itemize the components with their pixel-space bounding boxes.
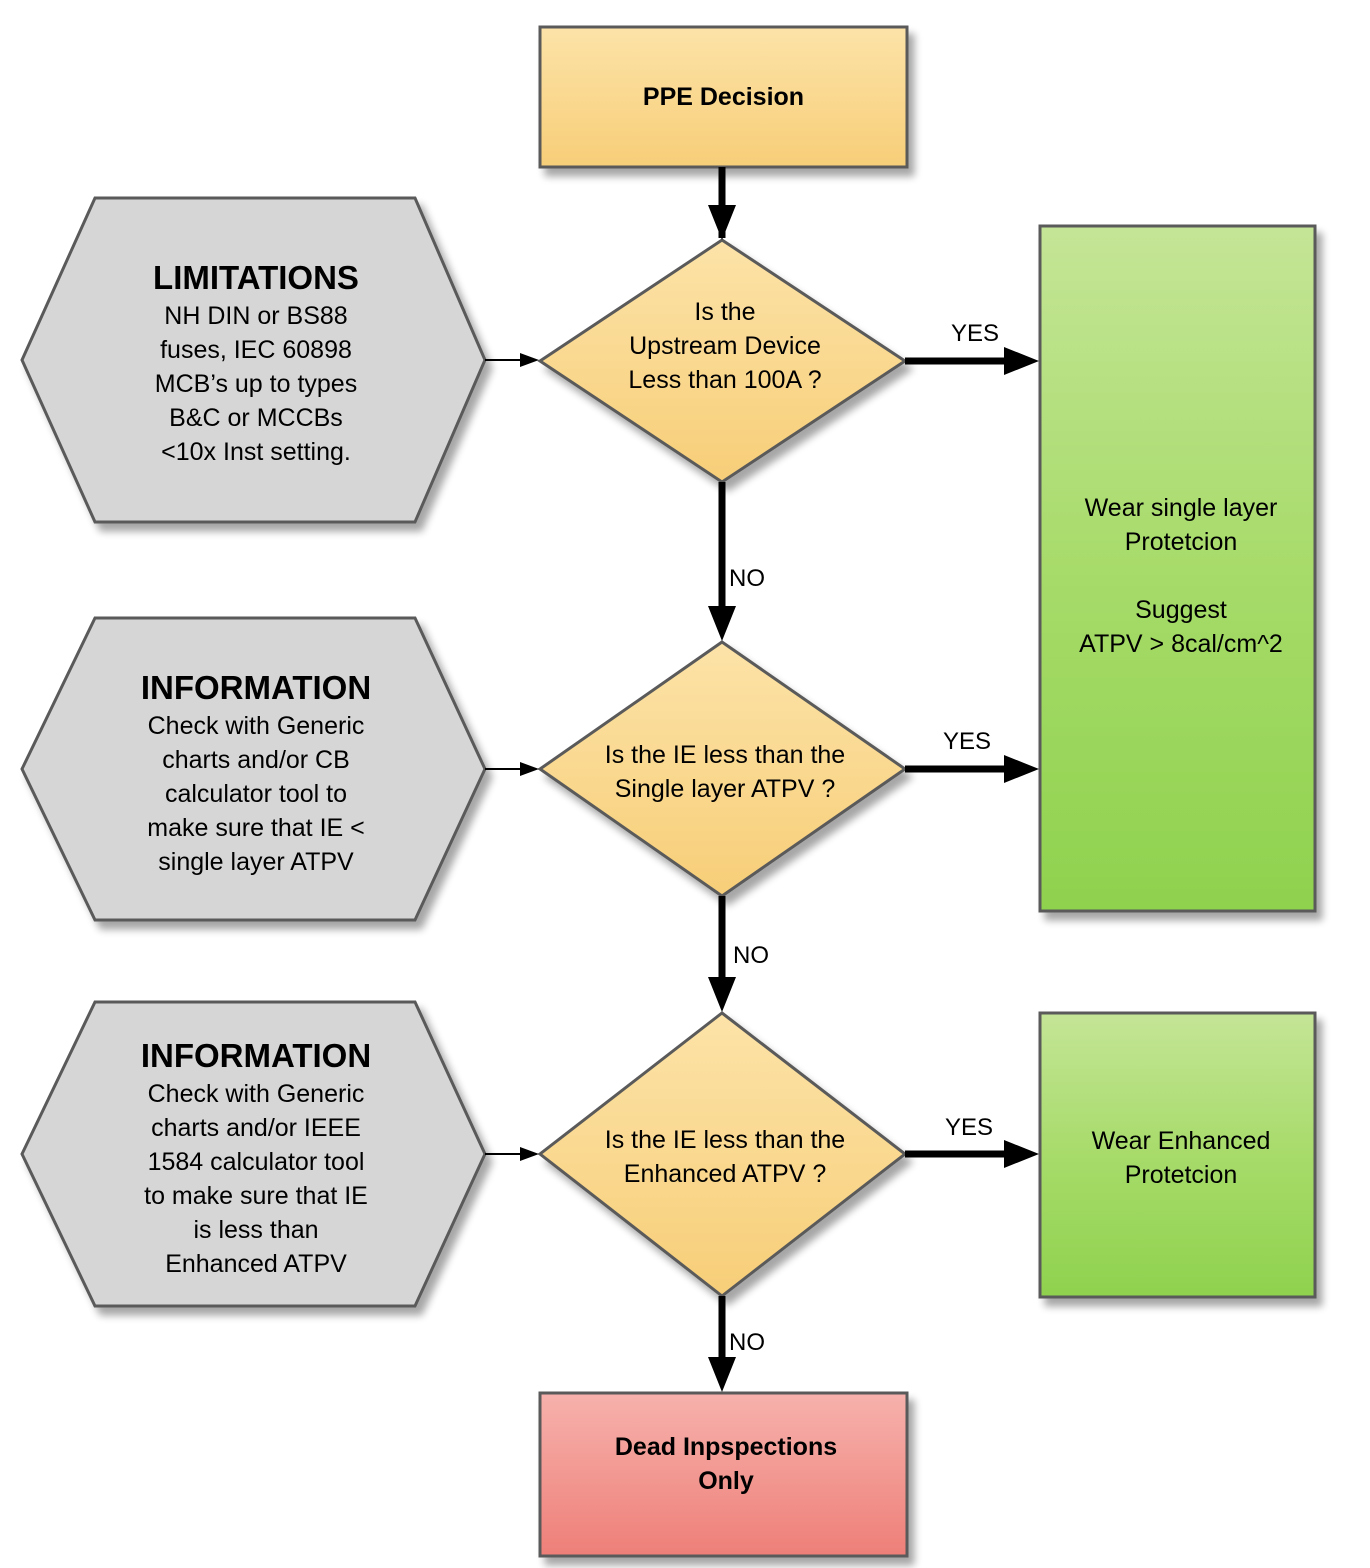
- connector-limitations-head: [520, 353, 539, 367]
- decision-2-label: Is the IE less than the Single layer ATP…: [604, 741, 846, 803]
- start-label: PPE Decision: [642, 83, 805, 111]
- dead-inspection-box: [538, 1391, 909, 1558]
- decision-1-label: Is the Upstream Device Less than 100A ?: [628, 298, 822, 394]
- information-2-heading: INFORMATION: [140, 1037, 372, 1074]
- arrowhead-no-3: [708, 1357, 736, 1392]
- arrowhead-no-1: [708, 606, 736, 641]
- single-layer-result-label: Wear single layer Protetcion Suggest ATP…: [1079, 494, 1283, 658]
- yes-label-2: YES: [942, 728, 992, 755]
- limitations-hexagon: [20, 196, 487, 524]
- information-hexagon-2: [20, 1000, 487, 1308]
- arrowhead-start: [708, 205, 736, 240]
- information-1-body: Check with Generic charts and/or CB calc…: [147, 712, 365, 876]
- information-2-body: Check with Generic charts and/or IEEE 15…: [144, 1080, 368, 1278]
- dead-inspection-label: Dead Inpspections Only: [614, 1433, 838, 1495]
- no-label-1: NO: [729, 565, 765, 592]
- limitations-body: NH DIN or BS88 fuses, IEC 60898 MCB’s up…: [154, 302, 358, 466]
- arrowhead-yes-2: [1004, 755, 1039, 783]
- yes-label-1: YES: [950, 320, 1000, 347]
- single-layer-result-box: [1038, 224, 1317, 913]
- information-hexagon-1: [20, 616, 487, 922]
- information-1-heading: INFORMATION: [140, 669, 372, 706]
- enhanced-result-label: Wear Enhanced Protetcion: [1091, 1127, 1271, 1189]
- enhanced-result-box: [1038, 1011, 1317, 1299]
- arrowhead-no-2: [708, 977, 736, 1012]
- limitations-heading: LIMITATIONS: [153, 259, 359, 296]
- connector-information-1-head: [520, 762, 539, 776]
- decision-3-label: Is the IE less than the Enhanced ATPV ?: [604, 1126, 846, 1188]
- no-label-3: NO: [729, 1329, 765, 1356]
- connector-information-2-head: [520, 1147, 539, 1161]
- start-box: [538, 25, 909, 169]
- no-label-2: NO: [733, 942, 769, 969]
- arrowhead-yes-3: [1004, 1140, 1039, 1168]
- arrowhead-yes-1: [1004, 347, 1039, 375]
- yes-label-3: YES: [944, 1114, 994, 1141]
